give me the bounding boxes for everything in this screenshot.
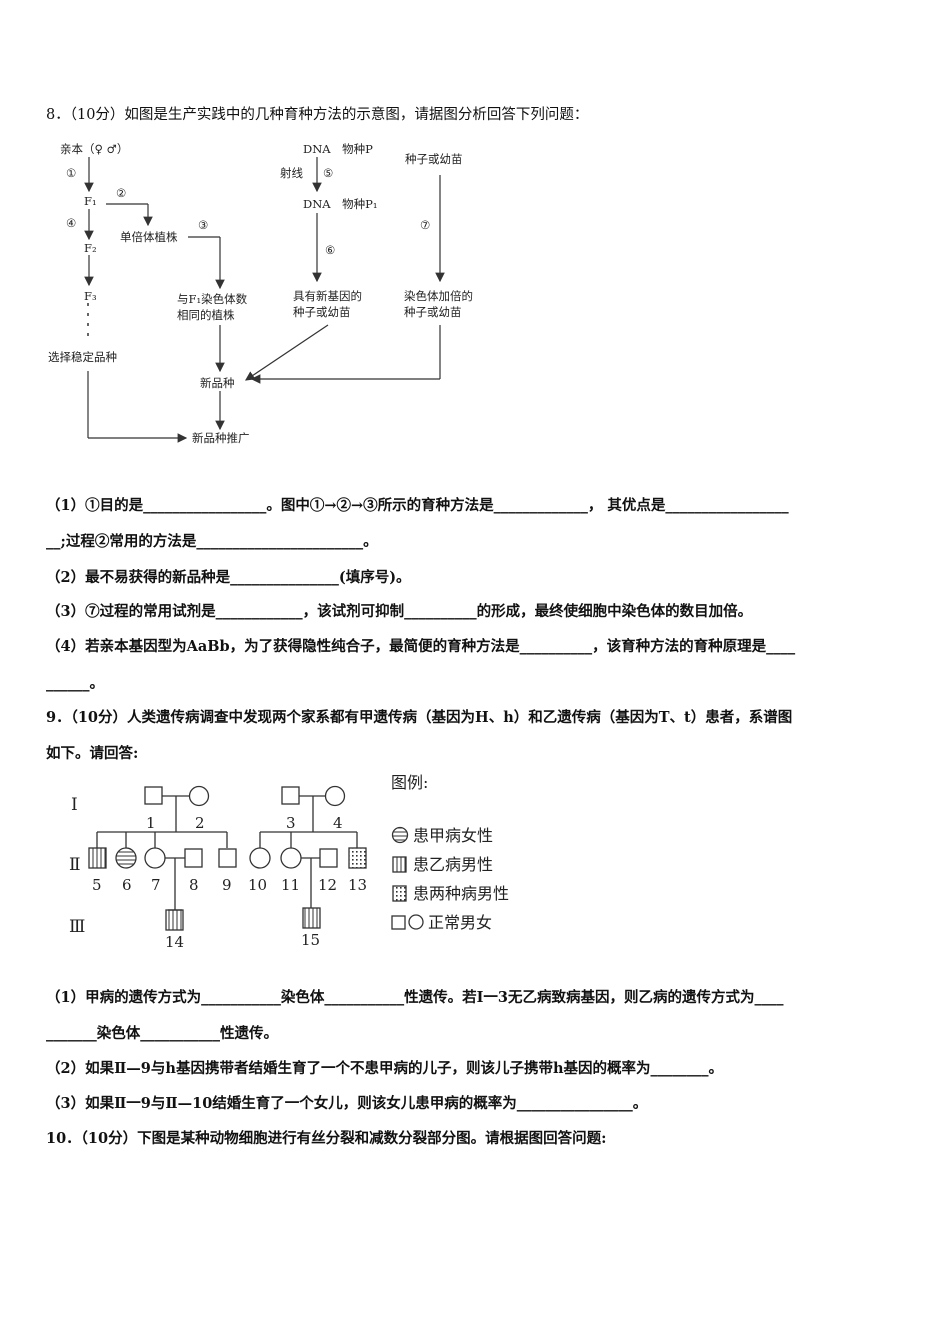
legend-normal: 正常男女: [428, 913, 492, 932]
promote-label: 新品种推广: [192, 431, 250, 445]
doubled-label-2: 种子或幼苗: [404, 305, 462, 319]
step-2-marker: ②: [116, 186, 126, 200]
doubled-label-1: 染色体加倍的: [404, 289, 473, 303]
individual-6: [115, 847, 137, 869]
individual-13: [348, 847, 367, 869]
q9-stem-line1: 9．（10分）人类遗传病调查中发现两个家系都有甲遗传病（基因为H、h）和乙遗传病…: [46, 709, 793, 726]
individual-7-number: 7: [151, 876, 161, 894]
legend-normal-female-symbol: [408, 914, 424, 930]
new-variety-label: 新品种: [200, 376, 235, 390]
radiation-label: 射线: [280, 166, 303, 180]
breeding-methods-diagram: 亲本（♀ ♂） ① F₁ ② ④ F₂ F₃ 选择稳定品种 单倍体植株 ③ 与F…: [48, 142, 473, 445]
legend-both-diseases-male-symbol: [392, 885, 407, 902]
individual-4: [324, 785, 346, 807]
seed-label: 种子或幼苗: [405, 152, 463, 166]
individual-2: [188, 785, 210, 807]
individual-2-number: 2: [195, 814, 205, 832]
q9-stem-line2: 如下。请回答:: [46, 745, 139, 762]
step-7-marker: ⑦: [420, 218, 430, 232]
dna-p-label: DNA 物种P: [303, 142, 373, 156]
step-6-marker: ⑥: [325, 243, 335, 257]
haploid-label: 单倍体植株: [120, 230, 178, 244]
individual-13-number: 13: [348, 876, 367, 894]
dna-p1-label: DNA 物种P₁: [303, 197, 377, 211]
same-chrom-label-2: 相同的植株: [177, 308, 235, 322]
same-chrom-label-1: 与F₁染色体数: [177, 292, 248, 306]
new-gene-label-2: 种子或幼苗: [293, 305, 351, 319]
generation-3-label: Ⅲ: [69, 917, 85, 937]
parents-label: 亲本（♀ ♂）: [60, 142, 128, 156]
individual-7: [144, 847, 166, 869]
individual-6-number: 6: [122, 876, 132, 894]
step-5-marker: ⑤: [323, 166, 333, 180]
individual-4-number: 4: [333, 814, 343, 832]
q8-stem: 8．（10分）如图是生产实践中的几种育种方法的示意图，请据图分析回答下列问题：: [46, 107, 589, 123]
individual-11: [280, 847, 302, 869]
q9-part1-line2: _______染色体___________性遗传。: [46, 1025, 278, 1042]
new-gene-label-1: 具有新基因的: [293, 289, 362, 303]
individual-10: [249, 847, 271, 869]
individual-9-number: 9: [222, 876, 232, 894]
individual-8: [184, 848, 203, 868]
q9-part3: （3）如果Ⅱ一9与Ⅱ—10结婚生育了一个女儿，则该女儿患甲病的概率为______…: [46, 1095, 648, 1112]
individual-12-number: 12: [318, 876, 337, 894]
f2-label: F₂: [84, 241, 97, 255]
step-4-marker: ④: [66, 216, 76, 230]
q8-part1-line1: （1）①目的是_________________。图中①→②→③所示的育种方法是…: [46, 497, 789, 514]
individual-11-number: 11: [281, 876, 300, 894]
legend-normal-male-symbol: [391, 915, 406, 930]
step-3-marker: ③: [198, 218, 208, 232]
individual-5: [88, 847, 107, 869]
individual-1-number: 1: [146, 814, 156, 832]
q8-part4-line1: （4）若亲本基因型为AaBb，为了获得隐性纯合子，最简便的育种方法是______…: [46, 638, 796, 655]
f3-label: F₃: [84, 289, 97, 303]
individual-1: [144, 786, 163, 805]
legend-affected-b-male: 患乙病男性: [413, 855, 493, 874]
q8-part3: （3）⑦过程的常用试剂是____________，该试剂可抑制_________…: [46, 603, 753, 620]
individual-14: [165, 909, 184, 931]
legend-affected-b-male-symbol: [392, 856, 407, 873]
step-1-marker: ①: [66, 166, 76, 180]
legend-affected-a-female-symbol: [391, 826, 409, 844]
individual-15-number: 15: [301, 931, 320, 949]
legend-both-diseases-male: 患两种病男性: [413, 884, 509, 903]
q9-part2: （2）如果Ⅱ—9与h基因携带者结婚生育了一个不患甲病的儿子，则该儿子携带h基因的…: [46, 1060, 723, 1077]
legend-title: 图例:: [391, 773, 428, 792]
individual-3: [281, 786, 300, 805]
q8-part2: （2）最不易获得的新品种是_______________(填序号)。: [46, 569, 411, 586]
individual-10-number: 10: [248, 876, 267, 894]
individual-5-number: 5: [92, 876, 102, 894]
pedigree-chart: Ⅰ Ⅱ Ⅲ: [69, 773, 509, 951]
individual-15: [302, 907, 321, 929]
generation-1-label: Ⅰ: [71, 795, 78, 815]
q9-part1-line1: （1）甲病的遗传方式为___________染色体___________性遗传。…: [46, 989, 784, 1006]
legend-affected-a-female: 患甲病女性: [413, 826, 493, 845]
q8-part1-line2: __;过程②常用的方法是_______________________。: [46, 533, 378, 550]
individual-9: [218, 848, 237, 868]
q10-stem: 10．（10分）下图是某种动物细胞进行有丝分裂和减数分裂部分图。请根据图回答问题…: [46, 1130, 607, 1147]
individual-12: [319, 848, 338, 868]
individual-14-number: 14: [165, 933, 184, 951]
individual-8-number: 8: [189, 876, 199, 894]
individual-3-number: 3: [286, 814, 296, 832]
select-stable-label: 选择稳定品种: [48, 350, 117, 364]
f1-label: F₁: [84, 194, 97, 208]
generation-2-label: Ⅱ: [69, 855, 81, 875]
q8-part4-line2: ______。: [46, 675, 104, 692]
